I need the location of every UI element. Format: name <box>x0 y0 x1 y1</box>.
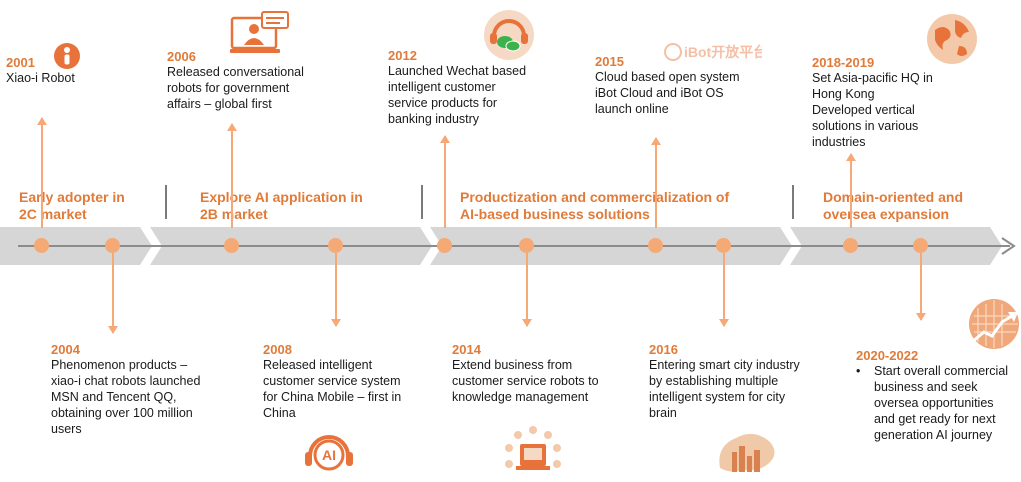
ibot-logo-text: iBot开放平台 <box>684 44 762 60</box>
year-2014: 2014 <box>452 342 481 357</box>
ai-headset-label: AI <box>322 447 336 463</box>
connector-arrow-2004 <box>108 253 118 334</box>
timeline-dot-2018 <box>843 238 858 253</box>
milestone-2015-text: Cloud based open system iBot Cloud and i… <box>595 70 740 116</box>
timeline-dot-2012 <box>437 238 452 253</box>
phase-separator <box>165 185 167 219</box>
connector-arrow-2014 <box>522 253 532 327</box>
knowledge-network-icon <box>505 426 561 470</box>
year-2001: 2001 <box>6 55 35 70</box>
connector-arrow-2008 <box>331 253 341 327</box>
info-person-icon <box>54 43 80 69</box>
timeline-band <box>0 227 1016 265</box>
connector-arrow-2016 <box>719 253 729 327</box>
year-2016: 2016 <box>649 342 678 357</box>
year-2018-2019: 2018-2019 <box>812 55 875 70</box>
timeline-dot-2020 <box>913 238 928 253</box>
timeline-dot-2015 <box>648 238 663 253</box>
year-2006: 2006 <box>167 49 196 64</box>
growth-chart-icon <box>969 299 1019 349</box>
year-2020-2022: 2020-2022 <box>856 348 919 363</box>
connector-arrow-2015 <box>651 137 661 228</box>
milestone-2020-bullet: Start overall commercial business and se… <box>856 363 1008 443</box>
wechat-headset-icon <box>484 10 534 60</box>
connector-arrow-2020 <box>916 253 926 321</box>
phase-separator <box>792 185 794 219</box>
connector-arrow-2012 <box>440 135 450 228</box>
connector-arrow-2018 <box>846 153 856 228</box>
city-brain-icon <box>719 433 775 472</box>
timeline-dot-2004 <box>105 238 120 253</box>
timeline-dot-2016 <box>716 238 731 253</box>
milestone-2020-text: Start overall commercial business and se… <box>856 363 1008 443</box>
ai-headset-icon: AI <box>305 435 353 471</box>
milestone-2006-text: Released conversational robots for gover… <box>167 65 304 111</box>
phase-separator <box>421 185 423 219</box>
year-2004: 2004 <box>51 342 80 357</box>
year-2012: 2012 <box>388 48 417 63</box>
ibot-logo-icon: iBot开放平台 <box>664 42 767 62</box>
year-2008: 2008 <box>263 342 292 357</box>
timeline-dot-2006 <box>224 238 239 253</box>
milestone-2012-text: Launched Wechat based intelligent custom… <box>388 64 527 126</box>
connector-arrow-2001 <box>37 117 47 228</box>
connector-arrow-2006 <box>227 123 237 228</box>
timeline-dot-2001 <box>34 238 49 253</box>
milestone-2001-text: Xiao-i Robot <box>6 71 75 85</box>
timeline-dot-2014 <box>519 238 534 253</box>
laptop-chat-icon <box>230 11 289 53</box>
milestone-2018-text: Set Asia-pacific HQ in Hong Kong Develop… <box>812 71 933 149</box>
milestone-2016-text: Entering smart city industry by establis… <box>649 358 800 420</box>
milestone-2014-text: Extend business from customer service ro… <box>452 358 599 404</box>
timeline-dot-2008 <box>328 238 343 253</box>
milestone-2008-text: Released intelligent customer service sy… <box>263 358 402 420</box>
milestone-2004-text: Phenomenon products – xiao-i chat robots… <box>51 358 201 436</box>
globe-icon <box>927 14 977 64</box>
year-2015: 2015 <box>595 54 624 69</box>
